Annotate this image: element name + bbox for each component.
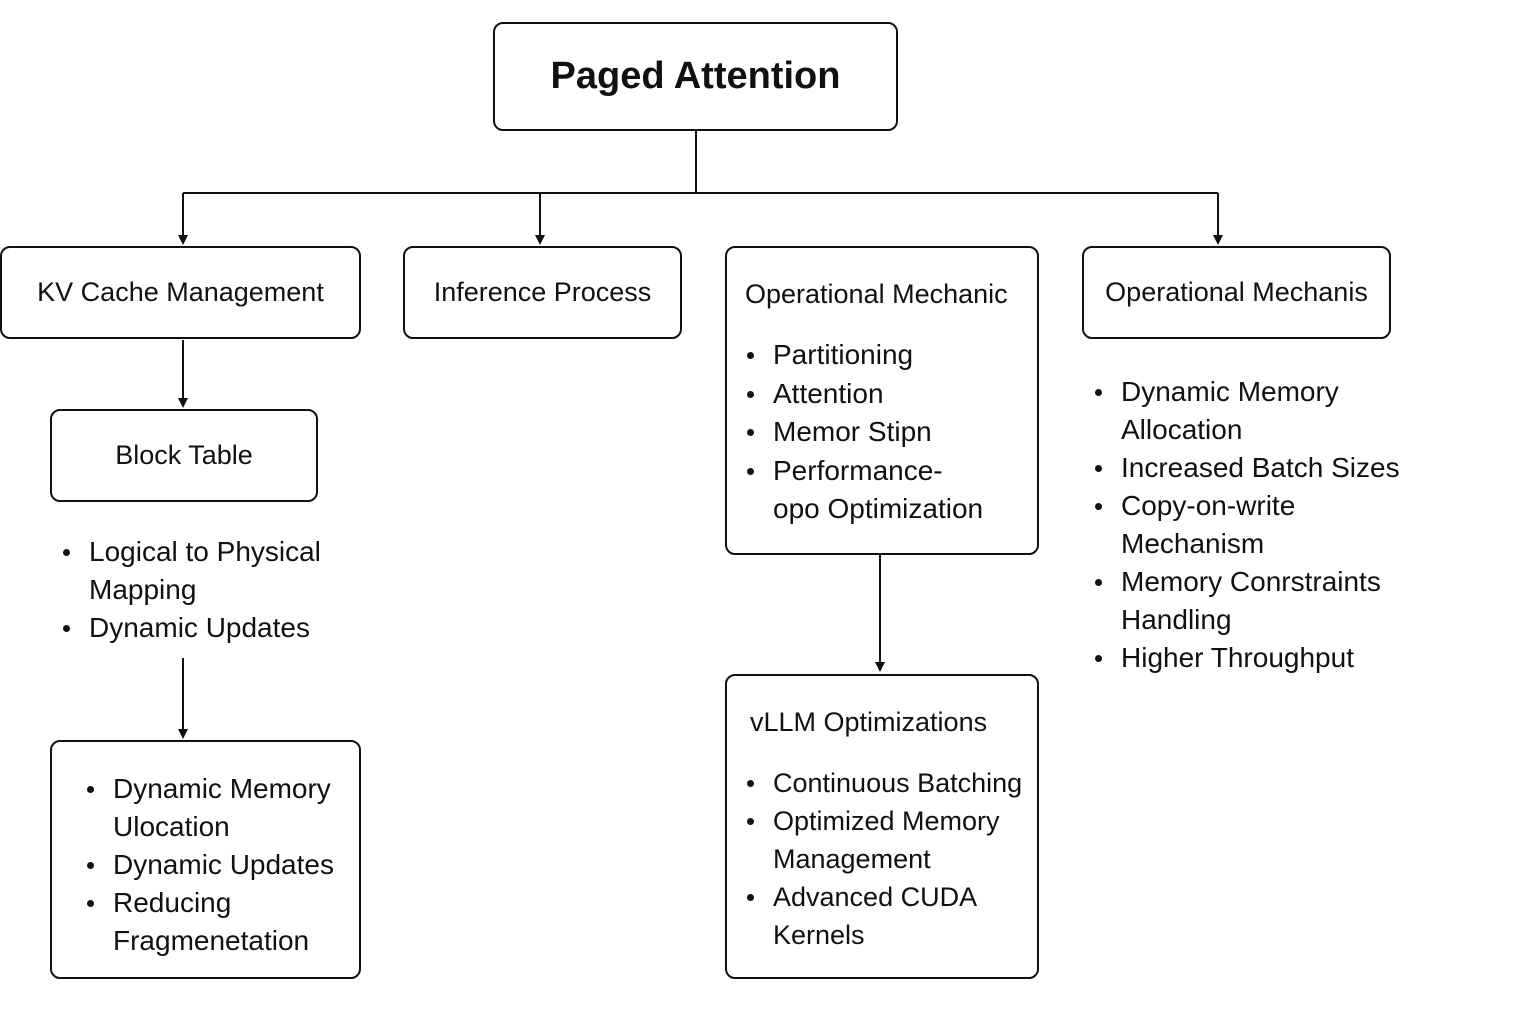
op-mechanis-node: Operational Mechanis <box>1082 246 1391 339</box>
vllm-node: vLLM Optimizations Continuous Batching O… <box>725 674 1039 979</box>
list-item: Performance-opo Optimization <box>745 452 988 529</box>
root-title: Paged Attention <box>550 54 841 97</box>
block-table-node: Block Table <box>50 409 318 502</box>
root-node: Paged Attention <box>493 22 898 131</box>
list-item: Optimized Memory Management <box>745 802 1023 878</box>
inference-node: Inference Process <box>403 246 682 339</box>
op-mechanis-list: Dynamic Memory Allocation Increased Batc… <box>1093 373 1413 677</box>
list-item: Advanced CUDA Kernels <box>745 878 1003 954</box>
list-item: Dynamic Updates <box>85 846 359 884</box>
list-item: Dynamic Memory Allocation <box>1093 373 1351 449</box>
list-item: Increased Batch Sizes <box>1093 449 1413 487</box>
vllm-title: vLLM Optimizations <box>750 707 988 737</box>
memory-node: Dynamic Memory Ulocation Dynamic Updates… <box>50 740 361 979</box>
op-mechanis-title: Operational Mechanis <box>1105 277 1368 308</box>
block-table-title: Block Table <box>115 440 253 471</box>
list-item: Copy-on-write Mechanism <box>1093 487 1321 563</box>
list-item: Partitioning <box>745 336 1037 375</box>
list-item: Logical to Physical Mapping <box>61 533 334 609</box>
kv-cache-title: KV Cache Management <box>37 277 324 308</box>
memory-list: Dynamic Memory Ulocation Dynamic Updates… <box>85 770 359 960</box>
block-table-list: Logical to Physical Mapping Dynamic Upda… <box>61 533 361 647</box>
list-item: Dynamic Updates <box>61 609 361 647</box>
op-mechanic-node: Operational Mechanic Partitioning Attent… <box>725 246 1039 555</box>
list-item: Reducing Fragmenetation <box>85 884 313 960</box>
list-item: Memor Stipn <box>745 413 1037 452</box>
list-item: Dynamic Memory Ulocation <box>85 770 333 846</box>
list-item: Memory Conrstraints Handling <box>1093 563 1401 639</box>
list-item: Higher Throughput <box>1093 639 1413 677</box>
op-mechanic-list: Partitioning Attention Memor Stipn Perfo… <box>745 336 1037 529</box>
list-item: Continuous Batching <box>745 764 1037 802</box>
list-item: Attention <box>745 375 1037 414</box>
kv-cache-node: KV Cache Management <box>0 246 361 339</box>
vllm-list: Continuous Batching Optimized Memory Man… <box>745 764 1037 954</box>
op-mechanic-title: Operational Mechanic <box>745 279 1008 309</box>
inference-title: Inference Process <box>433 277 652 308</box>
